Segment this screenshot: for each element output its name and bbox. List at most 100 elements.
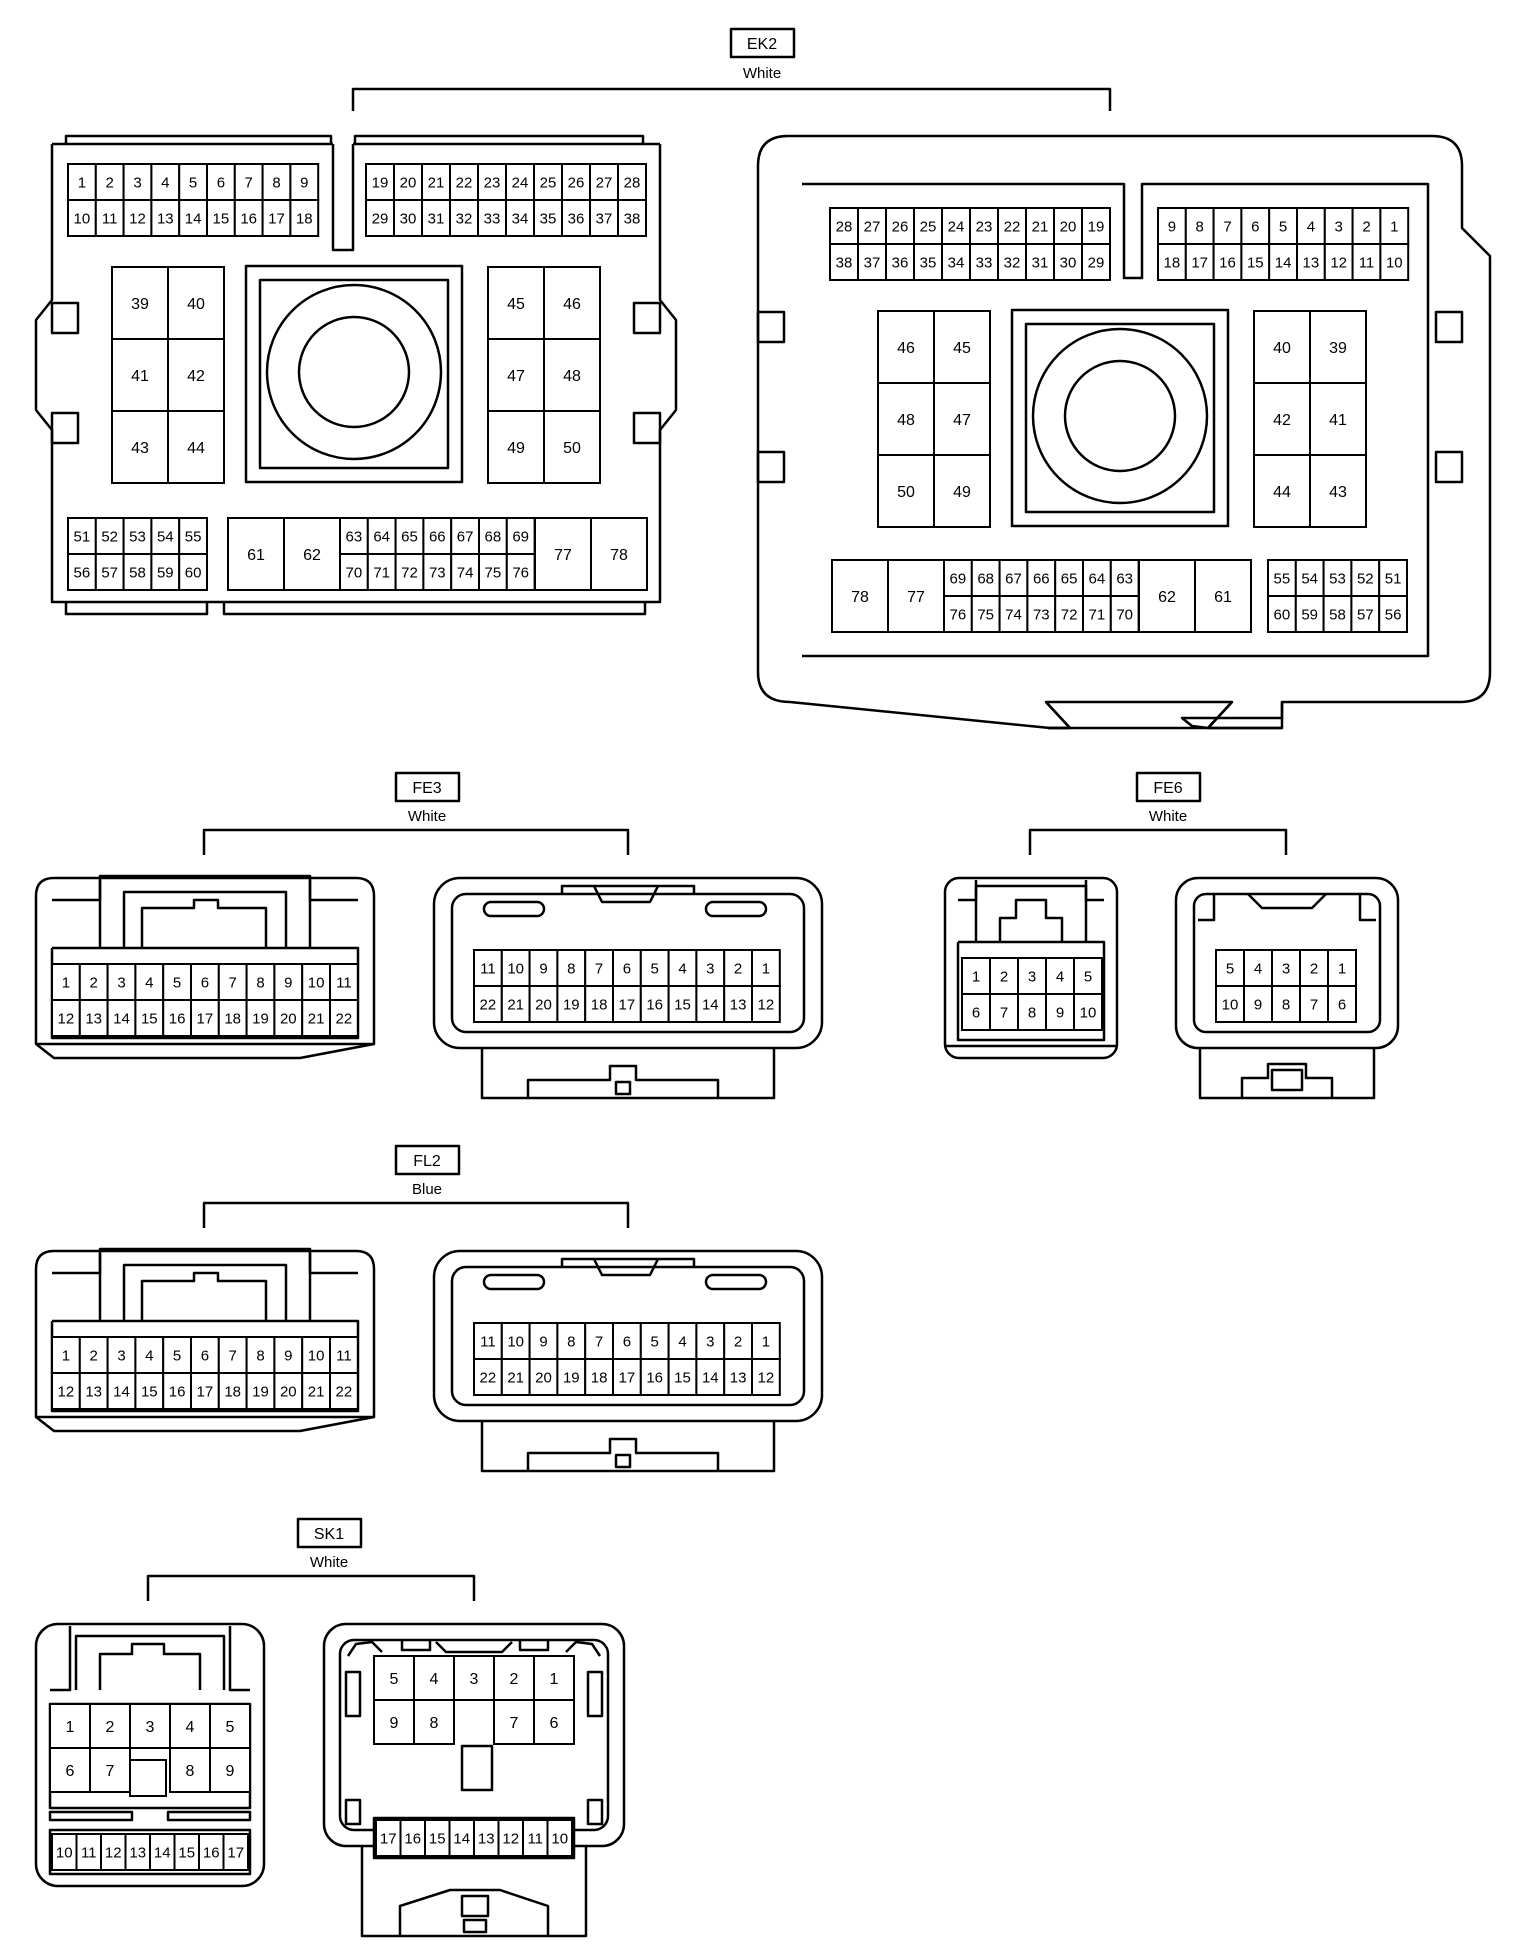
pin-cell (1351, 243, 1382, 281)
pin-cell (1351, 207, 1382, 245)
pin-cell (49, 1747, 91, 1793)
pin-number: 54 (157, 528, 174, 545)
pin-number: 18 (591, 1369, 608, 1386)
pin-number: 13 (85, 1383, 102, 1400)
pin-number: 37 (864, 254, 881, 271)
pin-number: 7 (1000, 1004, 1008, 1021)
pin-cell (421, 199, 451, 237)
pin-number: 72 (401, 564, 418, 581)
pin-number: 1 (762, 1333, 770, 1350)
pin-number: 69 (950, 570, 967, 587)
pin-cell (561, 199, 591, 237)
pin-cell (961, 993, 991, 1031)
pin-number: 5 (390, 1671, 399, 1688)
pin-number: 4 (1307, 218, 1315, 235)
pin-number: 7 (1310, 996, 1318, 1013)
pin-number: 1 (78, 174, 86, 191)
fe3-header (202, 771, 630, 855)
pin-number: 66 (1033, 570, 1050, 587)
pin-cell (584, 985, 615, 1023)
pin-number: 2 (90, 1347, 98, 1364)
pin-number: 8 (256, 974, 264, 991)
pin-number: 15 (141, 1383, 158, 1400)
fe3-male-housing (34, 874, 376, 1060)
pin-cell (150, 163, 181, 201)
pin-cell (329, 999, 359, 1037)
pin-number: 18 (296, 210, 313, 227)
pin-number: 26 (892, 218, 909, 235)
pin-number: 9 (284, 1347, 292, 1364)
pin-number: 15 (141, 1010, 158, 1027)
pin-cell (751, 1358, 781, 1396)
pin-number: 11 (102, 210, 118, 227)
pin-cell (1215, 985, 1245, 1023)
pin-number: 62 (303, 547, 321, 564)
pin-cell (639, 1358, 670, 1396)
pin-cell (500, 985, 531, 1023)
pin-cell (329, 1372, 359, 1410)
pin-number: 13 (129, 1844, 146, 1861)
pin-number: 14 (113, 1383, 130, 1400)
pin-cell (373, 1699, 415, 1745)
pin-number: 61 (1214, 589, 1232, 606)
pin-number: 76 (512, 564, 529, 581)
pin-number: 10 (551, 1830, 568, 1847)
pin-cell (393, 163, 423, 201)
fe6-male-housing (943, 876, 1119, 1060)
pin-number: 5 (189, 174, 197, 191)
pin-cell (1194, 559, 1252, 633)
pin-number: 9 (1254, 996, 1262, 1013)
pin-number: 16 (169, 1010, 186, 1027)
pin-number: 22 (1004, 218, 1021, 235)
pin-number: 13 (730, 1369, 747, 1386)
pin-number: 55 (185, 528, 202, 545)
pin-number: 49 (507, 440, 525, 457)
pin-number: 16 (404, 1830, 421, 1847)
pin-cell (49, 1703, 91, 1749)
pin-number: 10 (1386, 254, 1403, 271)
pin-number: 6 (550, 1715, 559, 1732)
pin-number: 6 (623, 960, 631, 977)
pin-number: 12 (58, 1010, 75, 1027)
pin-cell (413, 1655, 455, 1701)
pin-number: 64 (1089, 570, 1106, 587)
pin-number: 20 (535, 996, 552, 1013)
pin-number: 20 (400, 174, 417, 191)
pin-cell (1025, 207, 1055, 245)
pin-number: 5 (1226, 960, 1234, 977)
pin-cell (478, 553, 508, 591)
pin-number: 19 (563, 1369, 580, 1386)
pin-number: 5 (651, 1333, 659, 1350)
pin-number: 14 (702, 1369, 719, 1386)
pin-number: 58 (129, 564, 146, 581)
pin-number: 46 (563, 296, 581, 313)
pin-number: 7 (595, 960, 603, 977)
pin-number: 37 (596, 210, 613, 227)
pin-number: 56 (1385, 606, 1402, 623)
pin-number: 67 (1005, 570, 1022, 587)
pin-cell (933, 382, 991, 456)
pin-number: 25 (540, 174, 557, 191)
pin-number: 2 (106, 1719, 115, 1736)
pin-number: 9 (539, 960, 547, 977)
pin-number: 17 (268, 210, 285, 227)
pin-number: 39 (131, 296, 149, 313)
pin-number: 7 (595, 1333, 603, 1350)
pin-number: 13 (730, 996, 747, 1013)
pin-number: 17 (619, 1369, 636, 1386)
pin-number: 16 (1219, 254, 1236, 271)
pin-number: 8 (1196, 218, 1204, 235)
pin-cell (283, 517, 341, 591)
pin-number: 73 (1033, 606, 1050, 623)
pin-number: 8 (1028, 1004, 1036, 1021)
pin-number: 21 (308, 1383, 325, 1400)
pin-cell (1073, 993, 1103, 1031)
pin-number: 20 (280, 1010, 297, 1027)
pin-number: 17 (380, 1830, 397, 1847)
pin-number: 15 (178, 1844, 195, 1861)
pin-number: 28 (624, 174, 641, 191)
pin-number: 9 (390, 1715, 399, 1732)
pin-number: 1 (550, 1671, 559, 1688)
